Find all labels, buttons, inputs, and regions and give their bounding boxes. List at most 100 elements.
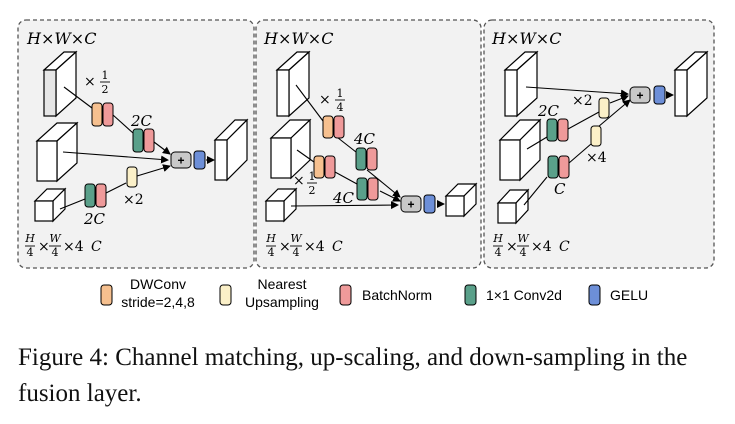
svg-text:W: W: [517, 232, 530, 245]
batchnorm-block: [333, 115, 345, 139]
legend-label-upsampling-2: Upsampling: [245, 294, 319, 310]
batchnorm-block: [367, 177, 379, 201]
svg-text:4: 4: [27, 246, 34, 259]
legend-swatch-dwconv: [100, 284, 113, 306]
legend-label-batchnorm: BatchNorm: [362, 287, 432, 303]
downsample-label-2: ×: [293, 173, 305, 189]
svg-text:C: C: [559, 239, 570, 255]
feature-map-small: [496, 188, 530, 225]
legend-label-gelu: GELU: [610, 287, 648, 303]
svg-text:×: ×: [506, 239, 518, 255]
panel-3: H×W×C +: [483, 19, 715, 269]
batchnorm-block: [95, 183, 107, 208]
svg-text:H: H: [492, 232, 503, 245]
panel-1-bottom-label: H 4 × W 4 ×4 C: [24, 232, 102, 259]
svg-text:W: W: [49, 232, 62, 245]
plus-node: [170, 151, 192, 169]
upsampling-block: [598, 97, 610, 119]
legend-swatch-gelu: [588, 284, 601, 306]
svg-text:H: H: [265, 232, 276, 245]
upsampling-block: [126, 166, 138, 188]
svg-text:C: C: [91, 239, 102, 255]
downsample-1-numerator: 1: [337, 87, 344, 100]
legend-label-dwconv-1: DWConv: [130, 276, 186, 292]
batchnorm-block: [324, 155, 336, 179]
upsample-label-1: ×2: [572, 93, 593, 109]
batchnorm-block: [143, 128, 155, 153]
conv1x1-block: [356, 177, 368, 201]
channel-label-mid: 2C: [130, 112, 153, 130]
channel-label-bottom: 2C: [83, 210, 106, 228]
feature-map-large: [275, 50, 311, 118]
batchnorm-block: [558, 155, 570, 179]
dwconv-block: [322, 115, 334, 139]
svg-text:W: W: [290, 232, 303, 245]
panel-2-top-label: H×W×C: [263, 29, 333, 48]
feature-map-large: [42, 50, 78, 118]
gelu-block: [423, 194, 436, 214]
channel-label-2: 4C: [332, 189, 355, 207]
downsample-2-numerator: 1: [309, 170, 316, 183]
downsample-1-denominator: 4: [337, 101, 344, 114]
svg-text:4: 4: [520, 246, 527, 259]
downsample-label-1: ×: [319, 92, 331, 108]
dwconv-block: [313, 155, 325, 179]
plus-node: [400, 195, 422, 213]
channel-label-bottom: C: [554, 180, 566, 198]
output-feature-map: [673, 50, 709, 118]
downsample-numerator: 1: [102, 69, 109, 82]
feature-map-small: [264, 187, 298, 223]
plus-sign: +: [407, 198, 414, 212]
legend-label-dwconv-2: stride=2,4,8: [121, 294, 195, 310]
panel-1-top-label: H×W×C: [26, 29, 96, 48]
conv1x1-block: [547, 155, 559, 179]
svg-text:C: C: [332, 239, 343, 255]
panel-3-bottom-label: H 4 × W 4 ×4 C: [492, 232, 570, 259]
downsample-denominator: 2: [102, 83, 109, 96]
downsample-2-denominator: 2: [309, 184, 316, 197]
legend-swatch-batchnorm: [339, 284, 352, 306]
gelu-block: [193, 150, 206, 170]
svg-text:4: 4: [52, 246, 59, 259]
gelu-block: [653, 85, 666, 105]
plus-node: [629, 86, 651, 104]
upsample-label-2: ×4: [586, 150, 607, 166]
panel-2-bottom-label: H 4 × W 4 ×4 C: [265, 232, 343, 259]
legend-label-conv1x1: 1×1 Conv2d: [486, 287, 562, 303]
svg-text:×4: ×4: [63, 239, 84, 255]
batchnorm-block: [557, 118, 569, 142]
svg-text:H: H: [24, 232, 35, 245]
svg-text:4: 4: [268, 246, 275, 259]
conv1x1-block: [546, 118, 558, 142]
legend-swatch-conv1x1: [464, 284, 477, 306]
conv1x1-block: [132, 128, 144, 153]
conv1x1-block: [84, 183, 96, 208]
svg-text:×4: ×4: [304, 239, 325, 255]
output-feature-map: [213, 118, 249, 182]
svg-text:4: 4: [293, 246, 300, 259]
upsample-label: ×2: [123, 192, 144, 208]
plus-sign: +: [177, 154, 184, 168]
feature-map-medium: [498, 118, 542, 182]
channel-label-1: 4C: [353, 130, 376, 148]
legend-swatch-upsampling: [219, 284, 232, 306]
panel-1: H×W×C: [17, 19, 255, 269]
batchnorm-block: [102, 102, 114, 127]
dwconv-block: [91, 102, 103, 127]
feature-map-small: [33, 187, 67, 223]
downsample-label: ×: [84, 74, 96, 90]
feature-map-medium: [269, 118, 312, 180]
channel-label-mid: 2C: [537, 102, 560, 120]
svg-text:4: 4: [495, 246, 502, 259]
batchnorm-block: [366, 147, 378, 171]
panel-2: H×W×C +: [255, 19, 482, 269]
plus-sign: +: [636, 89, 643, 103]
legend: DWConv stride=2,4,8 Nearest Upsampling B…: [100, 276, 648, 310]
svg-text:×4: ×4: [531, 239, 552, 255]
feature-map-large: [503, 50, 539, 118]
legend-label-upsampling-1: Nearest: [257, 276, 306, 292]
svg-text:×: ×: [279, 239, 291, 255]
output-feature-map: [444, 182, 478, 218]
conv1x1-block: [355, 147, 367, 171]
